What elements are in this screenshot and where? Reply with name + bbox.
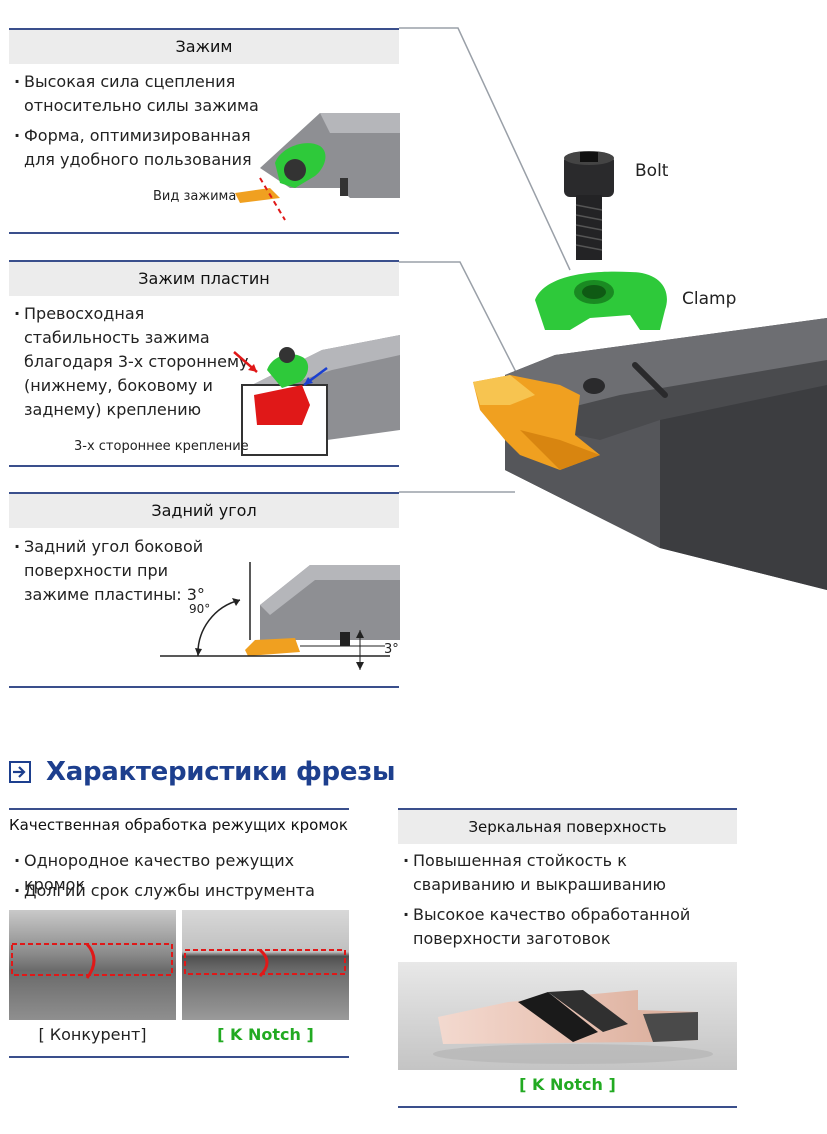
panel-insert-clamp-caption: 3-х стороннее крепление: [74, 439, 249, 454]
panel-insert-clamp-bottom-rule: [9, 465, 399, 467]
section-arrow-icon: [9, 761, 31, 783]
toolholder-assembly-illustration: [399, 27, 827, 590]
knotch-edge-photo: [182, 910, 349, 1020]
panel-clamp-bottom-rule: [9, 232, 399, 234]
section-title: Характеристики фрезы: [46, 757, 396, 787]
three-side-clamp-illustration: [233, 335, 400, 456]
competitor-edge-photo: [9, 910, 176, 1020]
feature-mirror-bottom-rule: [398, 1106, 737, 1108]
feature-edge-bottom-rule: [9, 1056, 349, 1058]
panel-relief-bottom-rule: [9, 686, 399, 688]
knotch-mirror-label: [ K Notch ]: [519, 1075, 616, 1094]
panel-insert-clamp-title: Зажим пластин: [9, 260, 399, 296]
feature-mirror-bullet-2: ·Высокое качество обработанной поверхнос…: [403, 905, 691, 948]
bolt-label: Bolt: [635, 161, 669, 181]
leader-line-insert: [399, 261, 521, 381]
relief-angle-diagram: [160, 562, 400, 670]
knotch-edge-label: [ K Notch ]: [217, 1025, 314, 1044]
feature-edge-title: Качественная обработка режущих кромок: [9, 816, 348, 834]
feature-mirror-title: Зеркальная поверхность: [398, 808, 737, 844]
panel-insert-clamp-bullet-1: ·Превосходная стабильность зажима благод…: [14, 304, 249, 419]
feature-edge-bullet-2: ·Долгий срок службы инструмента: [14, 881, 315, 900]
panel-clamp-bullet-1: ·Высокая сила сцепления относительно сил…: [14, 72, 259, 115]
panel-clamp-title: Зажим: [9, 28, 399, 64]
mirror-insert-photo: [398, 962, 737, 1070]
feature-mirror-bullet-1: ·Повышенная стойкость к свариванию и вык…: [403, 851, 667, 894]
leader-line-clamp: [399, 27, 571, 271]
panel-clamp-bullet-2: ·Форма, оптимизированная для удобного по…: [14, 126, 252, 169]
competitor-label: [ Конкурент]: [38, 1025, 147, 1044]
panel-clamp-caption: Вид зажима: [153, 189, 237, 204]
clamp-view-illustration: [235, 113, 400, 221]
relief-90-angle-label: 90°: [189, 602, 211, 616]
relief-3-angle-label: 3°: [384, 642, 399, 657]
clamp-label: Clamp: [682, 289, 737, 309]
feature-edge-top-rule: [9, 808, 349, 810]
panel-relief-title: Задний угол: [9, 492, 399, 528]
panel-relief-bullet-1: ·Задний угол боковой поверхности при заж…: [14, 537, 205, 604]
feature-edge-bullet-1: ·Однородное качество режущих кромок: [14, 851, 295, 894]
